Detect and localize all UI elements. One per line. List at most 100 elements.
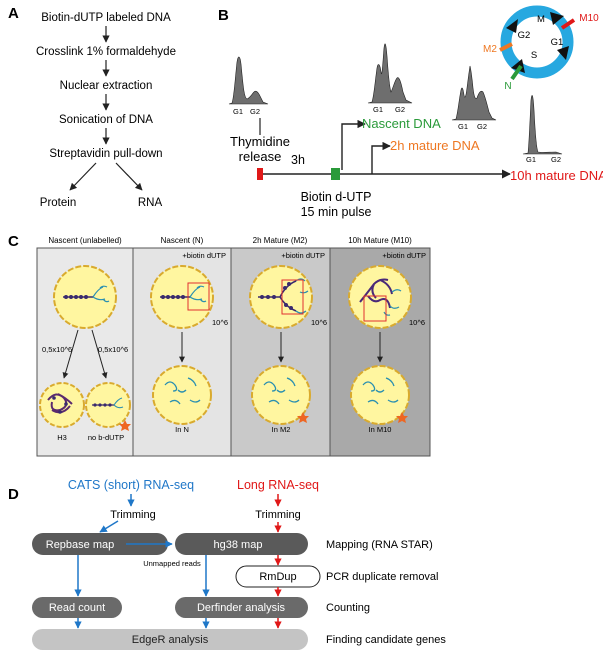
cycle-label-m10: M10 xyxy=(579,13,599,24)
cycle-label-g2: G2 xyxy=(518,30,531,41)
panel-label-c: C xyxy=(8,233,19,250)
side-label-pcr: PCR duplicate removal xyxy=(326,571,439,583)
sublabel-in-n: In N xyxy=(175,425,189,434)
output-rna: RNA xyxy=(138,197,163,209)
sublabel-no-bdutp: no b-dUTP xyxy=(88,433,124,442)
star-icon-m10 xyxy=(396,412,408,423)
column-title-m10: 10h Mature (M10) xyxy=(348,236,412,245)
pulse-label-line1: Biotin d-UTP xyxy=(301,190,372,204)
arrow-to-h3 xyxy=(62,329,79,379)
column-title-nascent: Nascent (N) xyxy=(161,236,204,245)
column-tag-m10: +biotin dUTP xyxy=(382,251,426,260)
hist2-g2: G2 xyxy=(395,105,405,114)
trimming-cats: Trimming xyxy=(110,509,155,521)
nucleus-nascent-top xyxy=(150,265,214,329)
histogram-2h: G1 G2 xyxy=(451,65,497,131)
cycle-ring xyxy=(500,5,574,79)
hist2-g1: G1 xyxy=(373,105,383,114)
cycle-arrowhead-3 xyxy=(557,46,569,60)
step-nuclear-extraction: Nuclear extraction xyxy=(60,80,153,92)
long-rnaseq-label: Long RNA-seq xyxy=(237,478,319,492)
hist3-g1: G1 xyxy=(458,122,468,131)
arrow-to-rna xyxy=(115,162,143,191)
sublabel-in-m10: In M10 xyxy=(369,425,392,434)
derfinder-box xyxy=(175,597,308,618)
nucleus-no-bdutp xyxy=(85,382,131,428)
rmdup-label: RmDup xyxy=(259,571,296,583)
column-tag-nascent: +biotin dUTP xyxy=(182,251,226,260)
panel-label-a: A xyxy=(8,5,19,22)
arrow-to-protein xyxy=(69,162,97,191)
hist1-g1: G1 xyxy=(233,107,243,116)
nucleus-h3 xyxy=(39,382,85,428)
unmapped-reads-label: Unmapped reads xyxy=(143,559,201,568)
step-sonication: Sonication of DNA xyxy=(59,114,153,126)
nucleus-m10-top xyxy=(348,265,412,329)
step-biotin-label: Biotin-dUTP labeled DNA xyxy=(41,12,171,24)
count-nascent: 10^6 xyxy=(212,318,228,327)
column-title-m2: 2h Mature (M2) xyxy=(253,236,308,245)
panel-b: B G1 G2 Thymidine release 3h Biotin d-UT… xyxy=(218,5,603,219)
star-icon-m2 xyxy=(297,412,309,423)
cycle-tick-m2 xyxy=(499,42,513,52)
cell-cycle-diagram: M G2 G1 S M2 N M10 xyxy=(483,5,599,92)
sublabel-h3: H3 xyxy=(57,433,67,442)
cycle-tick-n xyxy=(510,64,523,81)
nucleus-in-n xyxy=(152,365,212,425)
hist3-g2: G2 xyxy=(477,122,487,131)
step-streptavidin: Streptavidin pull-down xyxy=(49,148,162,160)
read-count-box xyxy=(32,597,122,618)
mature-2h-arrow xyxy=(371,141,391,174)
column-tag-m2: +biotin dUTP xyxy=(281,251,325,260)
side-label-counting: Counting xyxy=(326,602,370,614)
cycle-label-s: S xyxy=(531,50,537,61)
cycle-tick-m10 xyxy=(560,18,576,30)
interval-label: 3h xyxy=(291,153,305,167)
panel-label-d: D xyxy=(8,486,19,503)
cycle-label-m2: M2 xyxy=(483,44,497,55)
biotin-pulse-marker xyxy=(331,168,340,180)
nucleus-m2-top xyxy=(249,265,313,329)
nucleus-in-m10 xyxy=(350,365,410,425)
trimming-long: Trimming xyxy=(255,509,300,521)
hist4-g1: G1 xyxy=(526,155,536,164)
hg38-map-label: hg38 map xyxy=(214,539,263,551)
cycle-arrowhead-1 xyxy=(506,19,518,33)
panel-d: D CATS (short) RNA-seq Long RNA-seq Trim… xyxy=(8,478,446,650)
side-label-mapping: Mapping (RNA STAR) xyxy=(326,539,433,551)
nascent-arrow xyxy=(341,119,366,170)
derfinder-label: Derfinder analysis xyxy=(197,602,286,614)
nascent-label: Nascent DNA xyxy=(362,116,441,131)
panel-a: A Biotin-dUTP labeled DNA Crosslink 1% f… xyxy=(8,5,176,209)
side-label-candidate: Finding candidate genes xyxy=(326,634,446,646)
repbase-map-box xyxy=(32,533,168,555)
histogram-10h: G1 G2 xyxy=(522,95,563,164)
panel-label-b: B xyxy=(218,7,229,24)
histogram-thymidine: G1 G2 xyxy=(228,56,269,116)
cycle-arrowhead-4 xyxy=(511,59,525,73)
mature-10h-label: 10h mature DNA xyxy=(510,168,603,183)
cycle-arrowhead-2 xyxy=(550,12,564,25)
arrow-to-no-bdutp xyxy=(91,329,108,379)
repbase-map-label: Repbase map xyxy=(46,539,115,551)
column-title-unlabelled: Nascent (unlabelled) xyxy=(48,236,122,245)
split-count-left: 0,5x10^6 xyxy=(42,345,72,354)
sublabel-in-m2: In M2 xyxy=(272,425,291,434)
cycle-label-g1: G1 xyxy=(551,37,564,48)
read-count-label: Read count xyxy=(49,602,105,614)
hg38-map-box xyxy=(175,533,308,555)
pulse-label-line2: 15 min pulse xyxy=(301,205,372,219)
hist4-g2: G2 xyxy=(551,155,561,164)
thymidine-label: Thymidine xyxy=(230,134,290,149)
arrow-trim-repbase xyxy=(99,520,119,533)
split-count-right: 0,5x10^6 xyxy=(98,345,128,354)
edger-box xyxy=(32,629,308,650)
hist1-g2: G2 xyxy=(250,107,260,116)
release-label: release xyxy=(239,149,282,164)
thymidine-release-marker xyxy=(257,168,263,180)
cats-rnaseq-label: CATS (short) RNA-seq xyxy=(68,478,194,492)
mature-2h-label: 2h mature DNA xyxy=(390,138,480,153)
nucleus-unlabelled-top xyxy=(53,265,117,329)
edger-label: EdgeR analysis xyxy=(132,634,209,646)
